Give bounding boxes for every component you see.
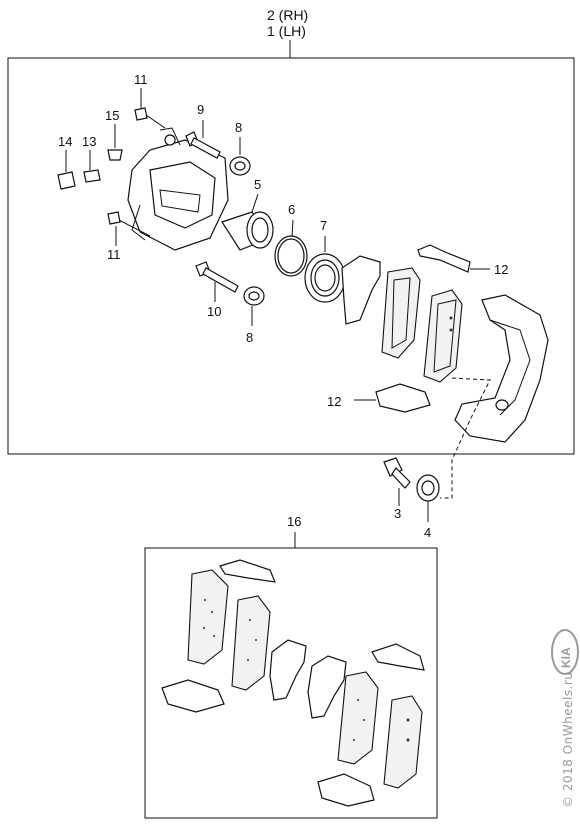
caliper-body [127,127,229,251]
brake-pad-inner [381,267,421,359]
callout-7: 7 [320,218,327,233]
boot-8-top [229,156,251,176]
bleeder-15 [107,149,123,161]
callout-15: 15 [105,108,119,123]
watermark: © 2018 OnWheels.ru [561,672,575,808]
kit-shim-2 [307,655,347,719]
callout-4: 4 [424,525,431,540]
brake-pad-outer [423,289,463,383]
callout-16: 16 [287,514,301,529]
watermark-text: © 2018 OnWheels.ru [561,672,575,808]
assembly-label-rh: 2 (RH) [267,7,308,23]
screw-13 [83,169,101,183]
callout-9: 9 [197,102,204,117]
kit-pad-4 [383,695,423,789]
piston-5 [221,211,274,251]
kit-clips-left [161,679,225,713]
caliper-carrier-bracket [454,294,549,443]
callout-11-top: 11 [134,72,148,87]
leader-5 [251,193,259,213]
pad-kit-frame [144,547,438,819]
callout-10: 10 [207,304,221,319]
bolt-11-bottom [107,211,151,237]
callout-8-bottom: 8 [246,330,253,345]
callout-11-bottom: 11 [107,247,121,262]
assembly-label-lh: 1 (LH) [267,23,306,39]
seal-6 [274,235,308,277]
shim-plate [341,255,381,325]
kit-pad-1 [187,569,229,665]
callout-8-top: 8 [235,120,242,135]
cap-14 [57,171,76,190]
alignment-dashed-line [440,377,491,499]
callout-5: 5 [254,177,261,192]
guide-pin-9 [185,131,221,159]
callout-14: 14 [58,134,72,149]
kit-pad-2 [231,595,271,691]
leader-6 [291,219,294,237]
kit-pad-3 [337,671,379,765]
callout-12-top: 12 [494,262,508,277]
kit-clips-top [219,559,276,583]
dust-boot-7 [304,253,346,303]
kia-logo: KIA [551,629,579,675]
callout-12-bottom: 12 [327,394,341,409]
kit-clips-right [371,643,425,671]
callout-3: 3 [394,506,401,521]
bolt-3 [383,457,411,489]
kia-logo-text: KIA [559,647,573,668]
callout-6: 6 [288,202,295,217]
boot-8-bottom [243,286,265,306]
callout-13: 13 [82,134,96,149]
washer-4 [416,474,440,502]
main-assembly-frame [7,57,575,455]
kit-shim-1 [269,639,307,701]
clip-12-top [417,244,471,273]
kit-clips-bottom [317,773,375,807]
bolt-11-top [134,107,166,129]
clip-12-bottom [375,383,431,413]
guide-pin-10 [195,261,239,293]
